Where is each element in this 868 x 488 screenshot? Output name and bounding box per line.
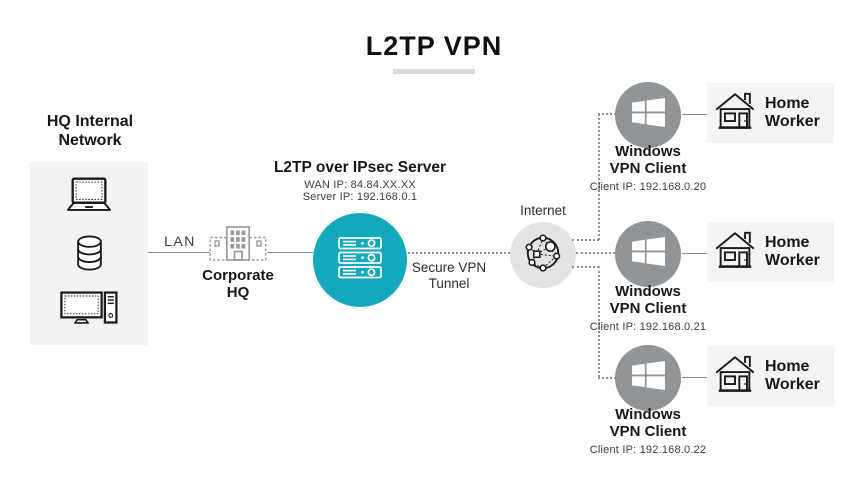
vpn-tunnel-label-line2: Tunnel [428, 276, 470, 292]
home-worker-line2: Worker [765, 252, 820, 269]
hq-heading-line2: Network [58, 131, 122, 149]
home-worker-card-3: Home Worker [707, 346, 834, 406]
corporate-hq-label-line2: HQ [226, 284, 250, 302]
vpn-server-text: L2TP over IPsec Server WAN IP: 84.84.XX.… [240, 159, 480, 203]
vpn-tunnel-line [408, 252, 510, 254]
vpn-tunnel-label-line1: Secure VPN [411, 260, 487, 275]
home-worker-line2: Worker [765, 113, 820, 130]
house-icon [713, 352, 757, 401]
internet-label: Internet [520, 203, 566, 218]
branch-top-v [598, 114, 600, 240]
branch-bottom-h1 [572, 266, 599, 268]
globe-network-icon [522, 232, 564, 279]
vpn-tunnel-label: Secure VPN Tunnel [397, 260, 501, 293]
desktop-icon [60, 291, 118, 330]
hq-to-server-line [267, 252, 313, 253]
server-rack-icon [338, 236, 382, 284]
windows-client-node-2 [615, 221, 681, 287]
internet-node [510, 222, 576, 288]
client-ip: Client IP: 192.168.0.21 [589, 320, 707, 333]
lan-line [148, 252, 210, 253]
client-home-connector-2 [682, 253, 707, 254]
vpn-server-ip: Server IP: 192.168.0.1 [302, 191, 418, 203]
house-icon [713, 89, 757, 138]
page-title: L2TP VPN [365, 31, 503, 61]
branch-bottom-v [598, 266, 600, 377]
client-home-connector-1 [682, 114, 707, 115]
branch-top-h2 [598, 113, 616, 115]
house-icon [713, 228, 757, 277]
client-name-line2: VPN Client [609, 300, 687, 318]
title-underline [393, 69, 475, 74]
database-icon [75, 235, 104, 276]
client-name-line1: Windows [615, 283, 681, 300]
windows-logo-icon [631, 361, 665, 395]
corporate-hq-label-line1: Corporate [202, 267, 274, 284]
windows-client-node-1 [615, 82, 681, 148]
client-home-connector-3 [682, 377, 707, 378]
home-worker-line1: Home [765, 233, 810, 251]
client-ip: Client IP: 192.168.0.20 [589, 180, 707, 193]
home-worker-line2: Worker [765, 376, 820, 393]
laptop-icon [65, 177, 113, 219]
windows-logo-icon [631, 237, 665, 271]
home-worker-line1: Home [765, 94, 810, 112]
hq-heading-line1: HQ Internal [46, 113, 134, 130]
home-worker-card-1: Home Worker [707, 83, 834, 143]
vpn-server-node [313, 213, 407, 307]
home-worker-card-2: Home Worker [707, 222, 834, 282]
branch-middle-h [576, 252, 615, 254]
branch-bottom-h2 [598, 377, 616, 379]
client-name-line2: VPN Client [609, 160, 687, 178]
branch-top-h1 [572, 239, 599, 241]
windows-client-label-2: Windows VPN Client Client IP: 192.168.0.… [568, 283, 728, 333]
corporate-hq-building-icon [209, 226, 267, 267]
home-worker-label: Home Worker [765, 95, 820, 132]
windows-client-label-1: Windows VPN Client Client IP: 192.168.0.… [568, 143, 728, 193]
client-name-line2: VPN Client [609, 423, 687, 441]
lan-label: LAN [164, 233, 196, 249]
hq-network-panel [30, 162, 148, 345]
client-ip: Client IP: 192.168.0.22 [589, 443, 707, 456]
windows-client-label-3: Windows VPN Client Client IP: 192.168.0.… [568, 406, 728, 456]
windows-client-node-3 [615, 345, 681, 411]
home-worker-label: Home Worker [765, 358, 820, 395]
windows-logo-icon [631, 98, 665, 132]
hq-network-heading: HQ Internal Network [18, 113, 162, 151]
vpn-server-wan-ip: WAN IP: 84.84.XX.XX [304, 179, 416, 191]
vpn-server-title: L2TP over IPsec Server [273, 159, 447, 176]
client-name-line1: Windows [615, 143, 681, 160]
client-name-line1: Windows [615, 406, 681, 423]
home-worker-label: Home Worker [765, 234, 820, 271]
corporate-hq-label: Corporate HQ [186, 267, 290, 302]
home-worker-line1: Home [765, 357, 810, 375]
